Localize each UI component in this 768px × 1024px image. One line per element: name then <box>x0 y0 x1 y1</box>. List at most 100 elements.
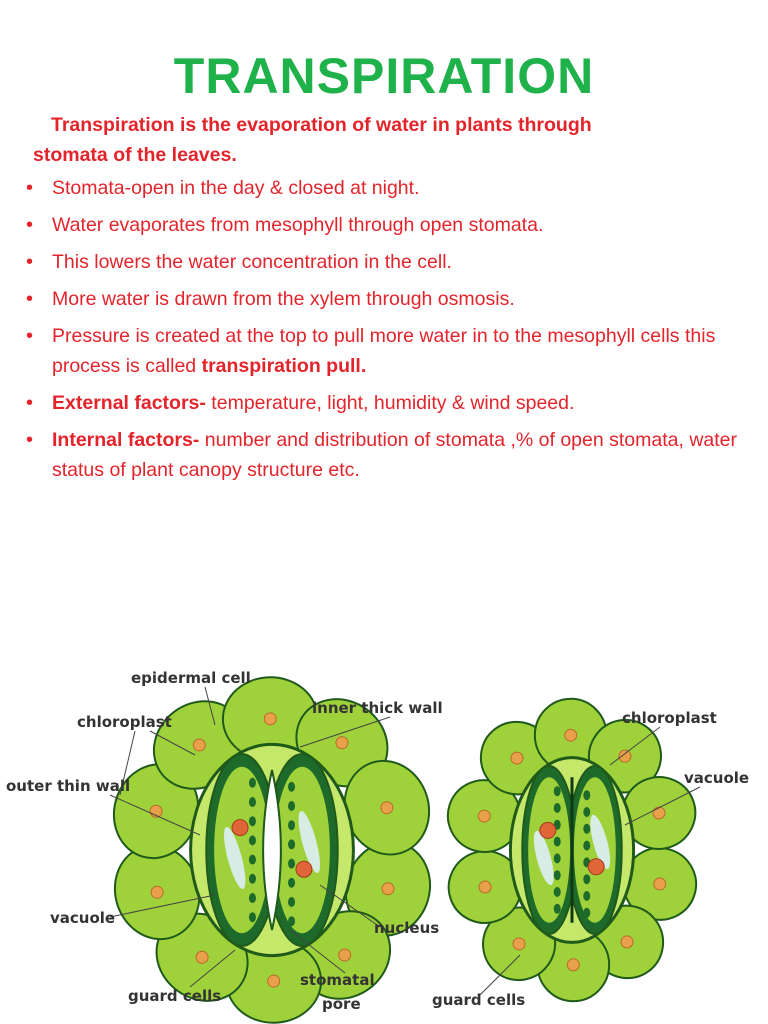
bullet-text: temperature, light, humidity & wind spee… <box>205 392 575 414</box>
bullet-item: • Stomata-open in the day & closed at ni… <box>22 173 762 203</box>
leader-line <box>189 949 236 988</box>
leader-line <box>149 730 196 756</box>
label-stomatal: stomatal <box>300 971 375 989</box>
bullet-dot-icon: • <box>26 288 34 310</box>
chloroplast <box>248 835 256 846</box>
leader-line <box>289 929 346 974</box>
chloroplast <box>553 786 561 797</box>
chloroplast <box>248 854 256 865</box>
epidermal-nucleus <box>618 749 632 763</box>
guard-nucleus <box>295 860 313 878</box>
chloroplast <box>288 877 296 888</box>
epidermal-nucleus <box>510 751 524 765</box>
chloroplast <box>248 873 256 884</box>
bullet-text: More water is drawn from the xylem throu… <box>52 288 515 310</box>
epidermal-nucleus <box>653 877 667 891</box>
vacuole <box>298 811 320 873</box>
chloroplast <box>248 893 256 903</box>
chloroplast <box>288 801 296 811</box>
stomata-diagram-svg: epidermal cell chloroplast inner thick w… <box>6 669 749 1024</box>
epidermal-nucleus <box>335 736 349 750</box>
epidermal-nucleus <box>263 712 277 726</box>
chloroplast <box>553 836 561 847</box>
label-leader-lines <box>109 686 701 996</box>
epidermal-nucleus <box>652 806 666 820</box>
epidermal-nucleus <box>192 738 206 752</box>
epidermal-nucleus <box>564 728 578 742</box>
epidermal-nucleus <box>195 950 209 964</box>
epidermal-nucleus <box>512 937 526 951</box>
leader-line <box>109 894 216 918</box>
leader-line <box>299 716 391 748</box>
chloroplast <box>583 840 591 851</box>
chloroplast <box>288 820 296 831</box>
guard-cell-left-inner <box>528 777 571 923</box>
stomatal-pore <box>262 769 282 931</box>
guard-cell-right-inner <box>573 777 616 923</box>
chloroplast <box>248 816 256 827</box>
chloroplast <box>583 790 591 801</box>
closed-stoma-figure <box>446 697 698 1003</box>
leader-line <box>119 730 136 796</box>
bullet-dot-icon: • <box>26 325 34 347</box>
chloroplast <box>583 874 591 885</box>
chloroplast <box>288 897 296 907</box>
chloroplast <box>288 916 296 927</box>
vacuole <box>224 827 246 889</box>
chloroplast <box>583 823 591 834</box>
label-vacuole-right: vacuole <box>684 769 749 787</box>
label-epidermal-cell: epidermal cell <box>131 669 251 687</box>
chloroplast <box>553 803 561 813</box>
bullet-item: • Pressure is created at the top to pull… <box>22 321 762 381</box>
stomata-diagram: epidermal cell chloroplast inner thick w… <box>0 655 768 1024</box>
bullet-dot-icon: • <box>26 251 34 273</box>
epidermal-nucleus <box>478 880 492 894</box>
bullet-dot-icon: • <box>26 214 34 236</box>
label-vacuole-left: vacuole <box>50 909 115 927</box>
vacuole <box>590 814 611 870</box>
chloroplast <box>583 891 591 901</box>
bullet-bold-term: External factors- <box>52 392 206 414</box>
epidermal-nucleus <box>620 935 634 949</box>
chloroplast <box>583 907 591 918</box>
leader-line <box>479 954 521 996</box>
chloroplast <box>288 839 296 850</box>
chloroplast <box>553 903 561 914</box>
guard-nucleus <box>539 821 557 839</box>
bullet-item: • External factors- temperature, light, … <box>22 388 762 418</box>
bullet-bold-term: transpiration pull. <box>201 355 367 377</box>
chloroplast <box>248 797 256 807</box>
guard-cell-left-inner <box>214 766 270 934</box>
leader-line <box>624 786 701 826</box>
bullet-dot-icon: • <box>26 392 34 414</box>
bullet-item: • This lowers the water concentration in… <box>22 247 762 277</box>
bullet-text: Pressure is created at the top to pull m… <box>52 325 716 377</box>
guard-nucleus <box>231 819 249 837</box>
bullet-item: • Internal factors- number and distribut… <box>22 425 762 485</box>
bullet-text: This lowers the water concentration in t… <box>52 251 452 273</box>
chloroplast <box>248 912 256 923</box>
open-stoma-figure <box>112 676 432 1024</box>
bullet-text: Stomata-open in the day & closed at nigh… <box>52 177 420 199</box>
label-pore: pore <box>322 995 361 1013</box>
bullet-list: • Stomata-open in the day & closed at ni… <box>22 173 762 492</box>
epidermal-nucleus <box>150 885 164 899</box>
chloroplast <box>553 887 561 897</box>
epidermal-nucleus <box>267 974 281 988</box>
bullet-dot-icon: • <box>26 177 34 199</box>
label-chloroplast-left: chloroplast <box>77 713 172 731</box>
intro-definition: Transpiration is the evaporation of wate… <box>33 110 753 170</box>
epidermal-nucleus <box>338 948 352 962</box>
vacuole <box>533 830 554 886</box>
leader-line <box>609 726 661 766</box>
bullet-dot-icon: • <box>26 429 34 451</box>
chloroplast <box>553 870 561 881</box>
bullet-item: • More water is drawn from the xylem thr… <box>22 284 762 314</box>
page-title: TRANSPIRATION <box>173 48 595 104</box>
epidermal-nucleus <box>566 958 580 972</box>
label-outer-thin-wall: outer thin wall <box>6 777 130 795</box>
chloroplast <box>288 858 296 869</box>
epidermal-nucleus <box>381 882 395 896</box>
bullet-item: • Water evaporates from mesophyll throug… <box>22 210 762 240</box>
label-guard-cells-right: guard cells <box>432 991 525 1009</box>
